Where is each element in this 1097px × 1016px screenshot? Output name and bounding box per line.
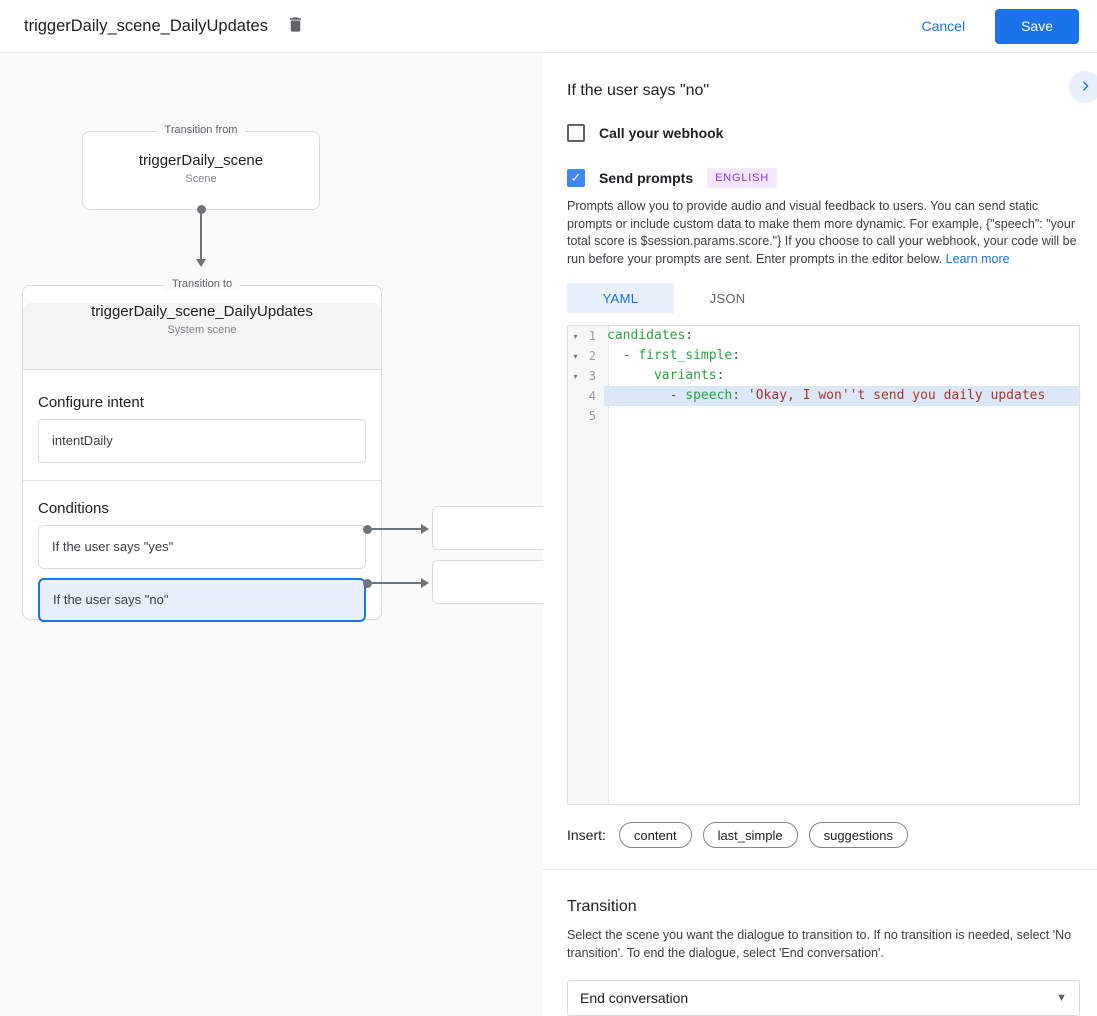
to-node-body: Configure intent intentDaily Conditions … [23, 394, 381, 622]
line-number: 5 [588, 409, 596, 423]
insert-row: Insert: content last_simple suggestions [567, 822, 1080, 848]
token-plain: : [732, 348, 741, 363]
panel-divider [543, 869, 1097, 870]
app-bar: triggerDaily_scene_DailyUpdates Cancel S… [0, 0, 1097, 53]
dropdown-caret-icon: ▼ [1056, 992, 1067, 1004]
transition-select[interactable]: End conversation ▼ [567, 980, 1080, 1016]
token-key: candidates [607, 328, 686, 343]
learn-more-link[interactable]: Learn more [945, 251, 1010, 266]
chevron-right-icon [1077, 78, 1093, 97]
token-key: first_simple [638, 348, 733, 363]
code-text [604, 406, 1079, 426]
fold-arrow-icon[interactable]: ▾ [573, 351, 578, 361]
condition-detail-panel: If the user says "no" Call your webhook … [543, 53, 1097, 1016]
panel-title: If the user says "no" [567, 82, 710, 99]
transition-target-node-yes[interactable] [432, 506, 543, 550]
connector-arrowhead-down [196, 259, 206, 267]
token-plain: : [685, 328, 694, 343]
cancel-button[interactable]: Cancel [921, 18, 966, 34]
token-plain: : [732, 388, 748, 403]
prompts-description-text: Prompts allow you to provide audio and v… [567, 199, 1077, 266]
token-key: variants [653, 368, 717, 383]
token-plain: - [607, 388, 686, 403]
send-prompts-label: Send prompts [599, 170, 694, 186]
from-scene-name: triggerDaily_scene [138, 152, 264, 169]
page-title: triggerDaily_scene_DailyUpdates [24, 16, 268, 35]
transition-from-legend: Transition from [156, 124, 246, 136]
token-str: 'Okay, I won''t send you daily updates [747, 388, 1046, 403]
intent-item[interactable]: intentDaily [38, 419, 366, 463]
save-button[interactable]: Save [995, 8, 1079, 44]
call-webhook-checkbox[interactable] [567, 124, 585, 142]
prompt-code-editor[interactable]: ▾ 1 candidates: ▾ 2 - first_simple: ▾ 3 varian… [567, 325, 1080, 805]
code-text: - first_simple: [604, 346, 1079, 366]
prompts-description: Prompts allow you to provide audio and v… [567, 198, 1080, 268]
token-plain [607, 368, 654, 383]
to-node-header: triggerDaily_scene_DailyUpdates System s… [23, 303, 381, 370]
insert-chip-last-simple[interactable]: last_simple [702, 822, 798, 848]
delete-scene-button[interactable] [286, 15, 305, 37]
configure-intent-label: Configure intent [38, 394, 144, 411]
line-number: 2 [588, 349, 596, 363]
scene-flow-canvas: Transition from triggerDaily_scene Scene… [0, 53, 543, 1016]
collapse-panel-button[interactable] [1069, 71, 1097, 103]
fold-arrow-icon[interactable]: ▾ [573, 331, 578, 341]
code-text: candidates: [604, 326, 1079, 346]
line-number: 3 [588, 369, 596, 383]
code-lines: ▾ 1 candidates: ▾ 2 - first_simple: ▾ 3 varian… [568, 326, 1079, 426]
line-number: 1 [588, 329, 596, 343]
transition-to-legend: Transition to [163, 278, 241, 290]
condition-item-no-selected[interactable]: If the user says "no" [38, 578, 366, 622]
transition-from-node[interactable]: Transition from triggerDaily_scene Scene [82, 124, 320, 210]
line-number: 4 [588, 389, 596, 403]
code-line-1: ▾ 1 candidates: [568, 326, 1079, 346]
send-prompts-row: ✓ Send prompts ENGLISH [567, 168, 1080, 188]
transition-select-value: End conversation [580, 990, 689, 1006]
main-content: Transition from triggerDaily_scene Scene… [0, 53, 1097, 1016]
condition-no-arrowhead [421, 578, 429, 588]
from-scene-type: Scene [185, 173, 217, 185]
code-text-active-line: - speech: 'Okay, I won''t send you daily… [604, 386, 1079, 406]
condition-yes-out-dot [363, 525, 372, 534]
condition-item-yes[interactable]: If the user says "yes" [38, 525, 366, 569]
code-text: variants: [604, 366, 1079, 386]
to-scene-type: System scene [167, 324, 237, 336]
editor-format-tabs: YAML JSON [567, 283, 1080, 313]
transition-section-title: Transition [567, 898, 637, 915]
insert-label: Insert: [567, 827, 606, 843]
connector-line-vertical [200, 209, 202, 260]
conditions-label: Conditions [38, 500, 109, 517]
to-scene-name: triggerDaily_scene_DailyUpdates [91, 303, 313, 320]
token-plain: : [716, 368, 725, 383]
insert-chip-suggestions[interactable]: suggestions [808, 822, 908, 848]
token-plain: - [607, 348, 639, 363]
condition-no-connector [371, 582, 422, 584]
trash-icon [286, 15, 305, 37]
code-line-5: 5 [568, 406, 1079, 426]
tab-json[interactable]: JSON [709, 290, 746, 306]
language-badge: ENGLISH [707, 168, 778, 188]
code-line-3: ▾ 3 variants: [568, 366, 1079, 386]
condition-yes-arrowhead [421, 524, 429, 534]
token-key: speech [685, 388, 733, 403]
transition-to-node[interactable]: Transition to triggerDaily_scene_DailyUp… [22, 278, 382, 622]
condition-yes-connector [371, 528, 422, 530]
call-webhook-label: Call your webhook [599, 125, 724, 141]
send-prompts-checkbox[interactable]: ✓ [567, 169, 585, 187]
transition-description: Select the scene you want the dialogue t… [567, 928, 1072, 960]
transition-target-node-no[interactable] [432, 560, 543, 604]
code-line-4: 4 - speech: 'Okay, I won''t send you dai… [568, 386, 1079, 406]
node-section-divider [23, 480, 381, 481]
insert-chip-content[interactable]: content [618, 822, 692, 848]
fold-arrow-icon[interactable]: ▾ [573, 371, 578, 381]
condition-no-out-dot [363, 579, 372, 588]
editor-gutter [568, 326, 609, 804]
call-webhook-row: Call your webhook [567, 124, 1080, 142]
code-line-2: ▾ 2 - first_simple: [568, 346, 1079, 366]
tab-yaml[interactable]: YAML [567, 283, 674, 313]
